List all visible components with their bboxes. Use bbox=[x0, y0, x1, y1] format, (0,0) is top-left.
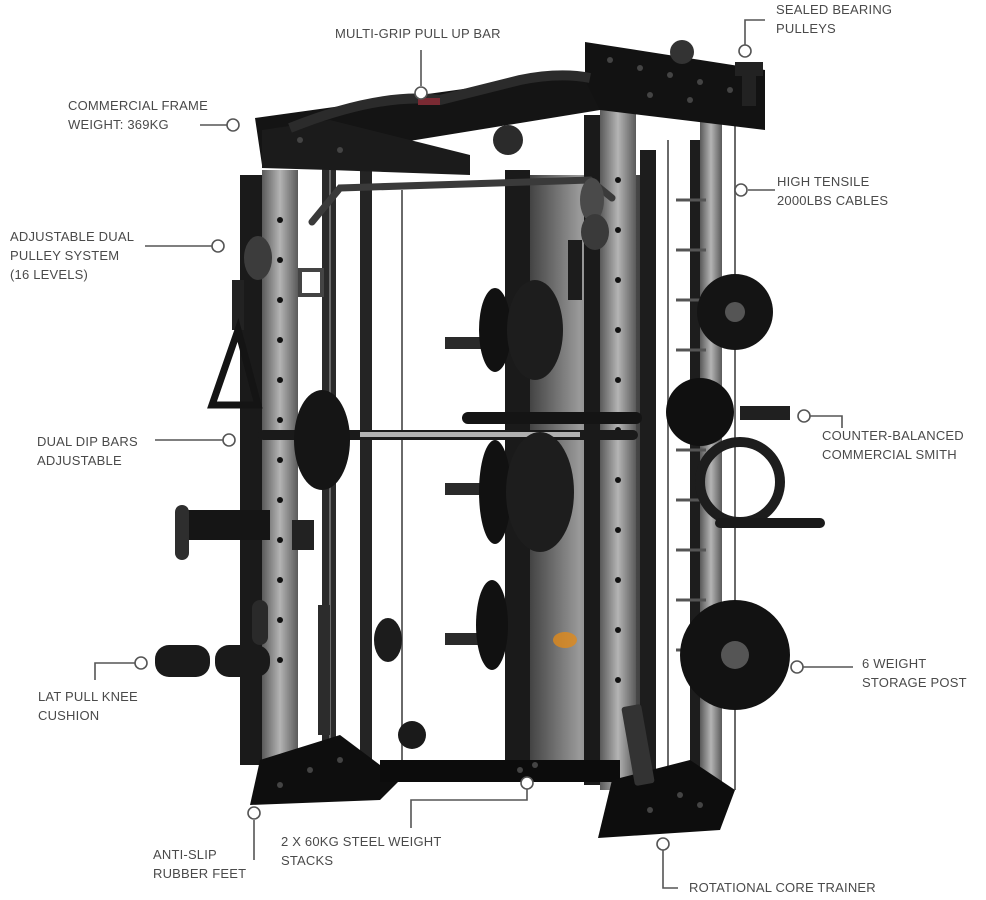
callout-leaders bbox=[94, 19, 853, 889]
selector-rollers bbox=[318, 605, 426, 749]
callout-dual-dip-bars: Dual dip bars adjustable bbox=[37, 434, 138, 468]
callout-multi-grip-pull-up-bar: Multi-grip pull up bar bbox=[335, 26, 501, 41]
callout-rotational-core-trainer: Rotational core trainer bbox=[689, 880, 876, 895]
callout-counter-balanced-smith: Counter-balanced commercial smith bbox=[822, 428, 964, 462]
callout-commercial-frame-weight: Commercial frame weight: 369kg bbox=[68, 98, 208, 132]
central-plates bbox=[445, 280, 577, 670]
base-frame bbox=[250, 704, 735, 838]
knee-cushions bbox=[155, 600, 270, 677]
right-plates bbox=[666, 274, 825, 710]
callout-lat-pull-knee-cushion: Lat pull knee cushion bbox=[38, 689, 138, 723]
callout-sealed-bearing-pulleys: Sealed bearing pulleys bbox=[776, 2, 893, 36]
callout-steel-weight-stacks: 2 x 60kg steel weight stacks bbox=[281, 834, 442, 868]
callout-adjustable-dual-pulley: Adjustable dual pulley system (16 levels… bbox=[10, 229, 135, 282]
left-pulley-handle bbox=[207, 236, 324, 409]
right-pulley bbox=[568, 178, 609, 300]
left-storage-arms bbox=[175, 505, 314, 560]
callout-high-tensile-cables: High tensile 2000lbs cables bbox=[777, 174, 889, 208]
callout-anti-slip-rubber-feet: Anti-slip rubber feet bbox=[153, 847, 247, 881]
top-frame bbox=[255, 40, 765, 226]
callout-weight-storage-post: 6 weight storage post bbox=[862, 656, 967, 690]
